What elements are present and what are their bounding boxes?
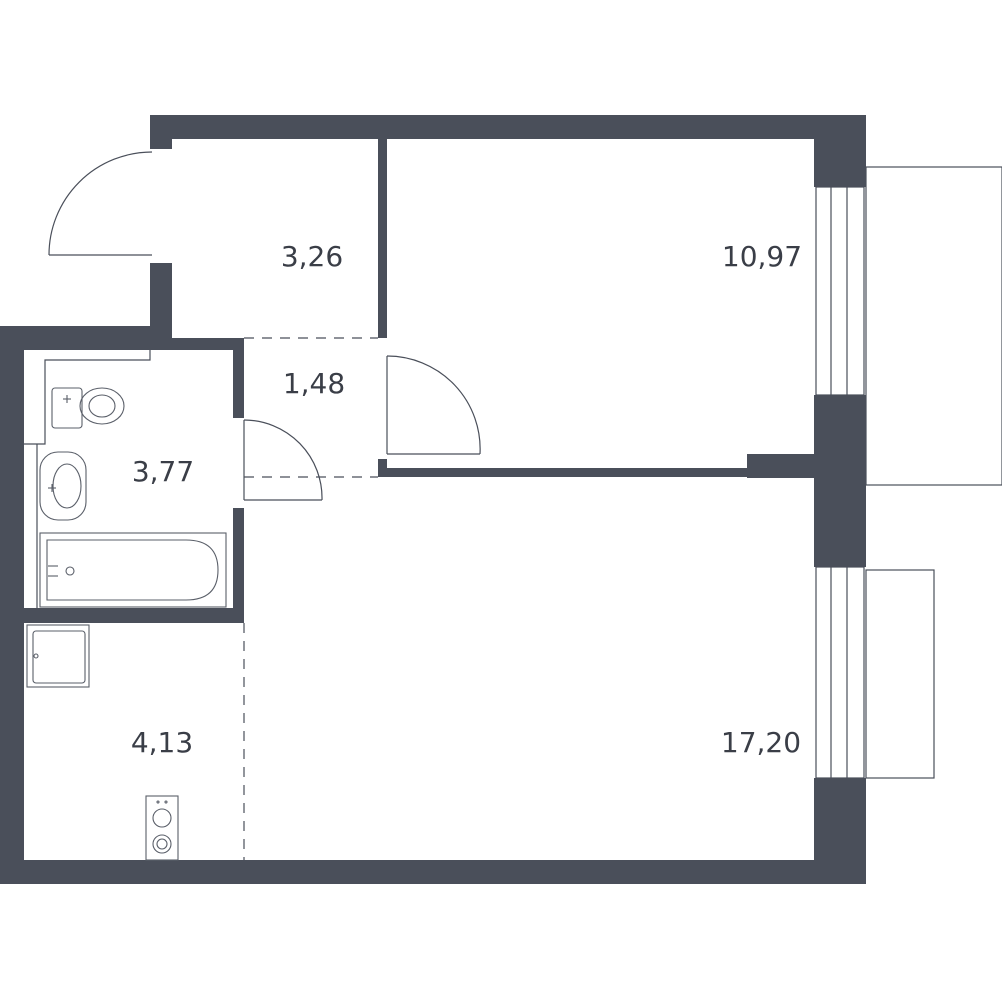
- corridor-area-label: 1,48: [283, 367, 345, 400]
- balcony-upper: [865, 166, 1002, 486]
- window-bedroom: [815, 186, 865, 396]
- bathroom-partitions: [24, 350, 151, 610]
- kitchen-sink-icon: [26, 624, 90, 688]
- stove-icon: [145, 795, 179, 861]
- sink-icon: [39, 451, 87, 521]
- walls: [0, 115, 866, 884]
- bathtub-icon: [39, 532, 227, 608]
- bedroom-area-label: 10,97: [722, 240, 802, 273]
- kitchen-area-label: 4,13: [131, 726, 193, 759]
- zone-boundaries: [243, 337, 378, 860]
- window-living: [815, 566, 865, 779]
- living-area-label: 17,20: [721, 726, 801, 759]
- bathroom-area-label: 3,77: [132, 455, 194, 488]
- toilet-icon: [51, 387, 125, 429]
- entrance-door: [48, 151, 153, 256]
- hall-area-label: 3,26: [281, 240, 343, 273]
- bedroom-door: [386, 355, 481, 455]
- bathroom-door: [243, 419, 323, 501]
- balcony-lower: [865, 569, 935, 779]
